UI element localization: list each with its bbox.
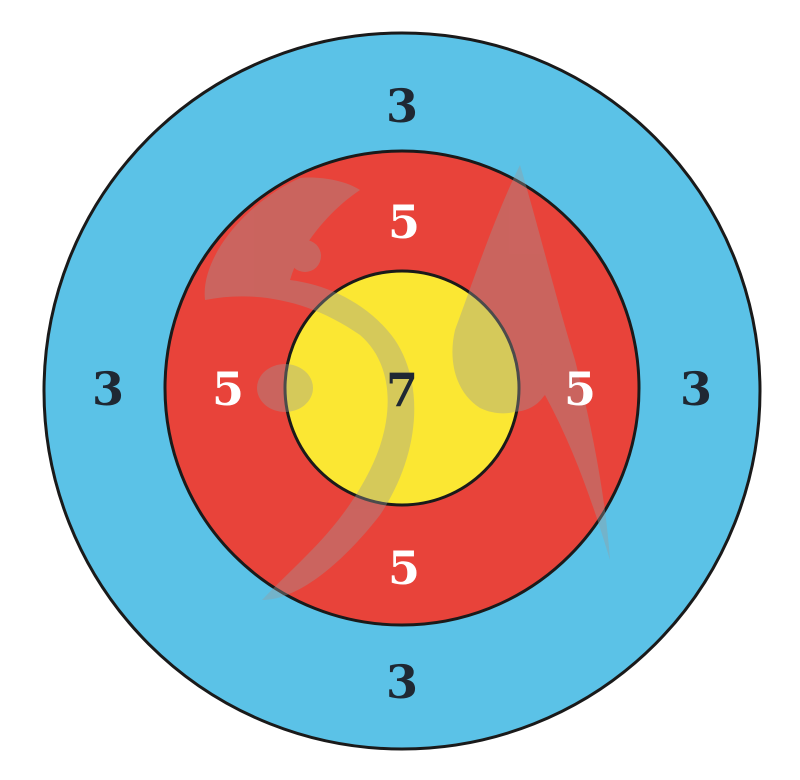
inner-circle-score-center: 7 [386,363,418,417]
middle-ring-score-top: 5 [388,195,420,249]
inner-circle [283,269,521,507]
middle-ring-score-right: 5 [564,362,596,416]
stylized-archer-logo-icon [204,165,610,600]
middle-ring-score-bottom: 5 [388,541,420,595]
outer-ring-score-right: 3 [680,362,712,416]
outer-ring-score-top: 3 [386,79,418,133]
outer-ring-score-bottom: 3 [386,655,418,709]
middle-ring-score-left: 5 [212,362,244,416]
outer-ring-score-left: 3 [92,362,124,416]
